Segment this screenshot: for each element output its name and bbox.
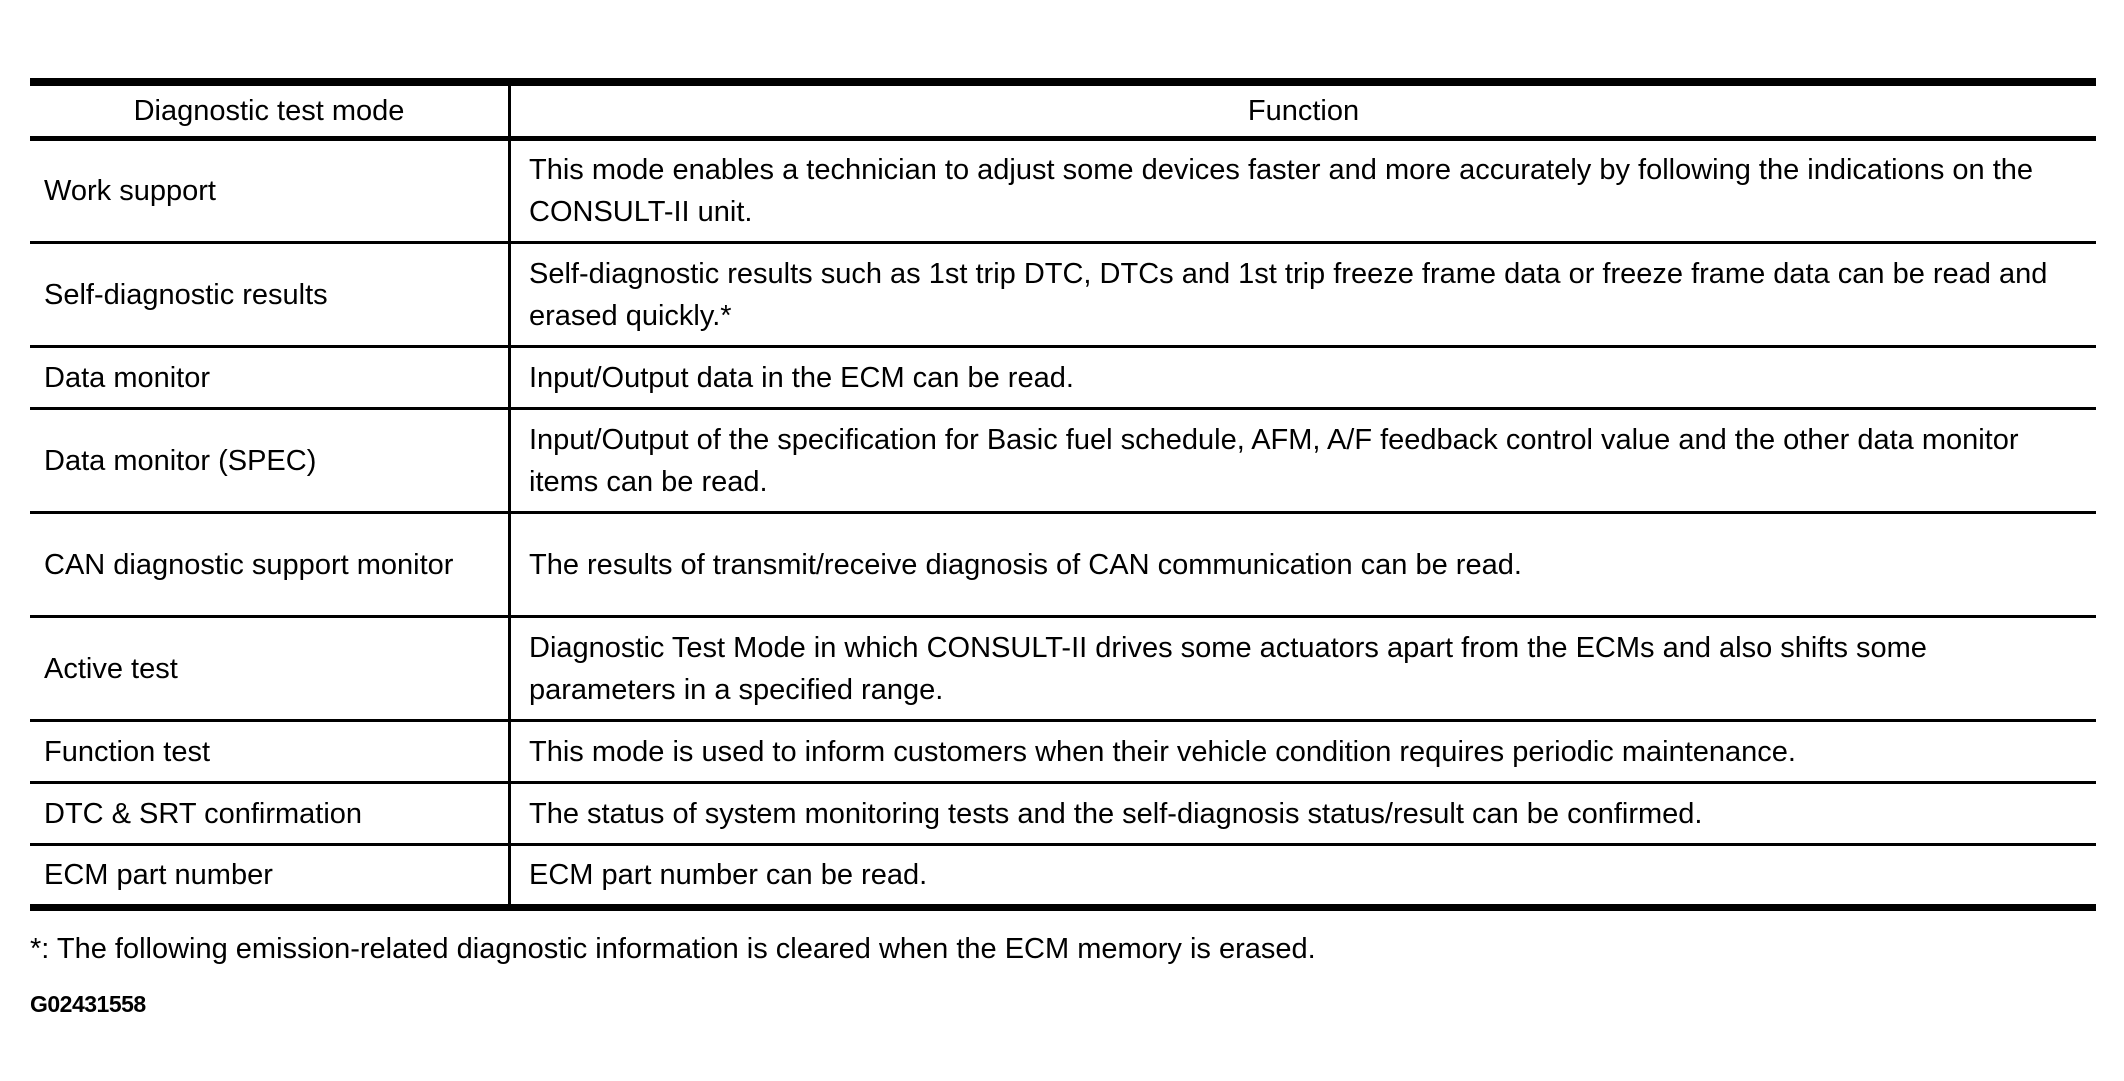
table-header: Diagnostic test mode Function xyxy=(30,82,2096,141)
function-cell: Input/Output data in the ECM can be read… xyxy=(509,345,2096,409)
function-cell: The results of transmit/receive diagnosi… xyxy=(509,511,2096,617)
column-header-diagnostic-test-mode: Diagnostic test mode xyxy=(30,82,511,141)
table-row: DTC & SRT confirmation The status of sys… xyxy=(30,781,2096,845)
table-row: Data monitor Input/Output data in the EC… xyxy=(30,345,2096,409)
function-cell: The status of system monitoring tests an… xyxy=(509,781,2096,845)
table-footnote: *: The following emission-related diagno… xyxy=(30,933,1316,966)
mode-cell: Work support xyxy=(30,136,511,243)
mode-cell: Data monitor xyxy=(30,345,511,409)
table-row: CAN diagnostic support monitor The resul… xyxy=(30,511,2096,617)
mode-cell: ECM part number xyxy=(30,843,511,908)
function-cell: This mode is used to inform customers wh… xyxy=(509,719,2096,783)
function-cell: This mode enables a technician to adjust… xyxy=(509,136,2096,243)
table-row: Self-diagnostic results Self-diagnostic … xyxy=(30,241,2096,347)
table-header-row: Diagnostic test mode Function xyxy=(30,82,2096,141)
function-cell: ECM part number can be read. xyxy=(509,843,2096,908)
function-cell: Input/Output of the specification for Ba… xyxy=(509,407,2096,513)
table-row: Data monitor (SPEC) Input/Output of the … xyxy=(30,407,2096,513)
mode-cell: Data monitor (SPEC) xyxy=(30,407,511,513)
table-row: ECM part number ECM part number can be r… xyxy=(30,843,2096,908)
table-row: Function test This mode is used to infor… xyxy=(30,719,2096,783)
table-row: Active test Diagnostic Test Mode in whic… xyxy=(30,615,2096,721)
mode-cell: Function test xyxy=(30,719,511,783)
mode-cell: DTC & SRT confirmation xyxy=(30,781,511,845)
function-cell: Self-diagnostic results such as 1st trip… xyxy=(509,241,2096,347)
column-header-function: Function xyxy=(509,82,2096,141)
table-body: Work support This mode enables a technic… xyxy=(30,136,2096,908)
table-row: Work support This mode enables a technic… xyxy=(30,136,2096,243)
function-cell: Diagnostic Test Mode in which CONSULT-II… xyxy=(509,615,2096,721)
diagnostic-test-mode-table: Diagnostic test mode Function Work suppo… xyxy=(30,78,2096,912)
mode-cell: Active test xyxy=(30,615,511,721)
mode-cell: Self-diagnostic results xyxy=(30,241,511,347)
figure-id-label: G02431558 xyxy=(30,990,146,1017)
mode-cell: CAN diagnostic support monitor xyxy=(30,511,511,617)
